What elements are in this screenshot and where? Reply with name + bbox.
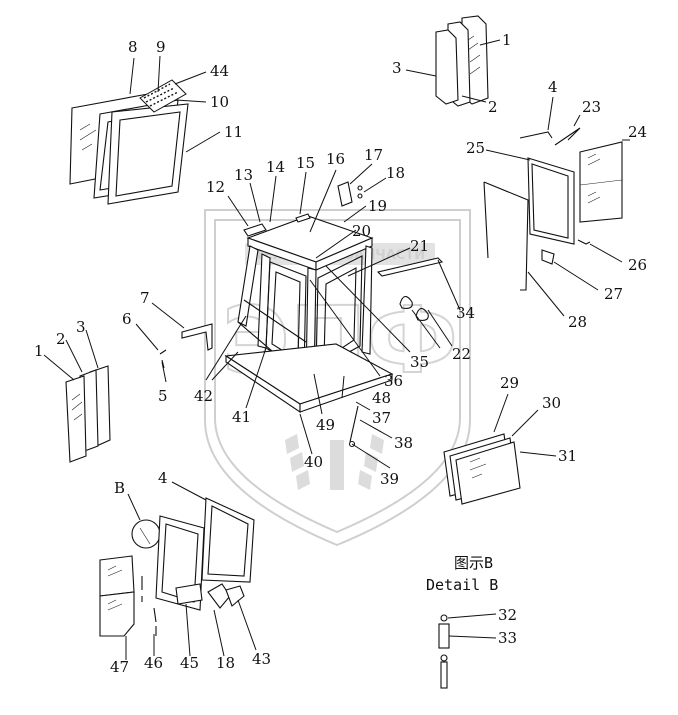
callout-4-top: 4 bbox=[548, 78, 558, 96]
callout-46: 46 bbox=[144, 654, 163, 672]
callout-12: 12 bbox=[206, 178, 225, 196]
callout-3-left: 3 bbox=[76, 318, 86, 336]
front-window-glass-set bbox=[69, 79, 189, 205]
callout-18-bottom: 18 bbox=[216, 654, 235, 672]
callout-33: 33 bbox=[498, 629, 517, 647]
callout-48: 48 bbox=[372, 389, 391, 407]
side-window-glass-set bbox=[443, 433, 521, 505]
detail-b-hinge-pin bbox=[438, 614, 450, 689]
callout-32: 32 bbox=[498, 606, 517, 624]
detail-b-title-cn: 图示B bbox=[454, 554, 493, 572]
callout-47: 47 bbox=[110, 658, 129, 676]
callout-7: 7 bbox=[140, 289, 150, 307]
callout-1-top: 1 bbox=[502, 31, 512, 49]
callout-37: 37 bbox=[372, 409, 391, 427]
callout-44: 44 bbox=[210, 62, 229, 80]
callout-28: 28 bbox=[568, 313, 587, 331]
callout-15: 15 bbox=[296, 154, 315, 172]
door-glass-right-set bbox=[435, 15, 489, 107]
callout-35: 35 bbox=[410, 353, 429, 371]
callout-22: 22 bbox=[452, 345, 471, 363]
callout-21: 21 bbox=[410, 237, 429, 255]
callout-10: 10 bbox=[210, 93, 229, 111]
callout-13: 13 bbox=[234, 166, 253, 184]
callout-18-top: 18 bbox=[386, 164, 405, 182]
callout-20: 20 bbox=[352, 222, 371, 240]
callout-30: 30 bbox=[542, 394, 561, 412]
callout-16: 16 bbox=[326, 150, 345, 168]
callout-24: 24 bbox=[628, 123, 647, 141]
callout-25: 25 bbox=[466, 139, 485, 157]
callout-17: 17 bbox=[364, 146, 383, 164]
callout-3-top: 3 bbox=[392, 59, 402, 77]
rear-window-assembly bbox=[483, 127, 623, 291]
callout-39: 39 bbox=[380, 470, 399, 488]
callout-2-left: 2 bbox=[56, 330, 66, 348]
callout-1-left: 1 bbox=[34, 342, 44, 360]
callout-2-top: 2 bbox=[488, 98, 498, 116]
callout-9: 9 bbox=[156, 38, 166, 56]
callout-34: 34 bbox=[456, 304, 475, 322]
callout-4-bottom: 4 bbox=[158, 469, 168, 487]
callout-29: 29 bbox=[500, 374, 519, 392]
callout-B: B bbox=[114, 479, 125, 497]
callout-31: 31 bbox=[558, 447, 577, 465]
cab-frame bbox=[159, 181, 444, 448]
detail-b-title-en: Detail B bbox=[426, 576, 498, 594]
callout-38: 38 bbox=[394, 434, 413, 452]
cab-door-assembly bbox=[99, 497, 255, 637]
callout-42: 42 bbox=[194, 387, 213, 405]
door-glass-left-set bbox=[65, 365, 111, 463]
callout-26: 26 bbox=[628, 256, 647, 274]
callout-36: 36 bbox=[384, 372, 403, 390]
callout-45: 45 bbox=[180, 654, 199, 672]
watermark-wheat-icon bbox=[285, 434, 384, 490]
callout-11: 11 bbox=[224, 123, 243, 141]
callout-8: 8 bbox=[128, 38, 138, 56]
callout-41: 41 bbox=[232, 408, 251, 426]
callout-40: 40 bbox=[304, 453, 323, 471]
callout-19: 19 bbox=[368, 197, 387, 215]
callout-27: 27 bbox=[604, 285, 623, 303]
callout-49: 49 bbox=[316, 416, 335, 434]
callout-43: 43 bbox=[252, 650, 271, 668]
callout-23: 23 bbox=[582, 98, 601, 116]
callout-14: 14 bbox=[266, 158, 285, 176]
callout-5: 5 bbox=[158, 387, 168, 405]
callout-6: 6 bbox=[122, 310, 132, 328]
